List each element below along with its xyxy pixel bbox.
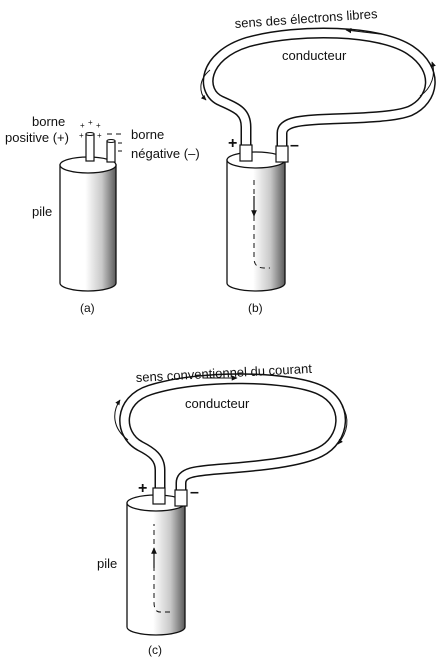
negative-terminal-a — [106, 139, 116, 163]
svg-text:+: + — [88, 118, 93, 127]
label-pile-a: pile — [32, 204, 52, 219]
caption-a: (a) — [80, 301, 95, 315]
terminal-stubs-c — [152, 487, 188, 507]
positive-terminal-a — [85, 132, 95, 162]
label-borne-negative-line2: négative (–) — [131, 146, 200, 161]
figure-b: sens des électrons libres conducteur + –… — [200, 6, 436, 315]
caption-b: (b) — [248, 301, 263, 315]
battery-b — [226, 151, 286, 292]
sign-minus-c: – — [190, 484, 199, 501]
label-borne-negative-line1: borne — [131, 127, 164, 142]
figure-a: + + + + + borne positive (+) borne négat… — [5, 114, 200, 315]
side-arrow-left-c — [114, 399, 129, 441]
label-pile-c: pile — [97, 556, 117, 571]
side-arrow-right-b — [419, 61, 436, 97]
label-conductor-b: conducteur — [282, 48, 347, 63]
label-borne-positive-line1: borne — [32, 114, 65, 129]
sign-plus-b: + — [228, 135, 237, 152]
internal-flow-path-b — [253, 180, 270, 269]
internal-flow-path-c — [153, 524, 170, 613]
conductor-wire-c — [119, 373, 347, 501]
figure-c: sens conventionnel du courant conducteur… — [97, 361, 348, 657]
positive-charges-a: + + + + + — [79, 118, 102, 140]
label-electron-flow: sens des électrons libres — [234, 6, 378, 31]
label-conductor-c: conducteur — [185, 396, 250, 411]
battery-a — [59, 156, 117, 292]
side-arrow-left-b — [200, 69, 211, 101]
label-borne-positive-line2: positive (+) — [5, 130, 69, 145]
electron-flow-arrow-b — [345, 27, 381, 35]
terminal-stubs-b — [239, 144, 289, 163]
side-arrow-right-c — [337, 405, 348, 445]
svg-text:+: + — [79, 131, 84, 140]
sign-plus-c: + — [138, 480, 147, 497]
svg-text:+: + — [96, 121, 101, 130]
battery-c — [126, 494, 186, 636]
conductor-wire-b — [202, 27, 436, 160]
negative-charges-a — [107, 133, 122, 152]
sign-minus-b: – — [290, 137, 299, 154]
svg-text:+: + — [80, 121, 85, 130]
svg-text:+: + — [97, 131, 102, 140]
caption-c: (c) — [148, 643, 162, 657]
